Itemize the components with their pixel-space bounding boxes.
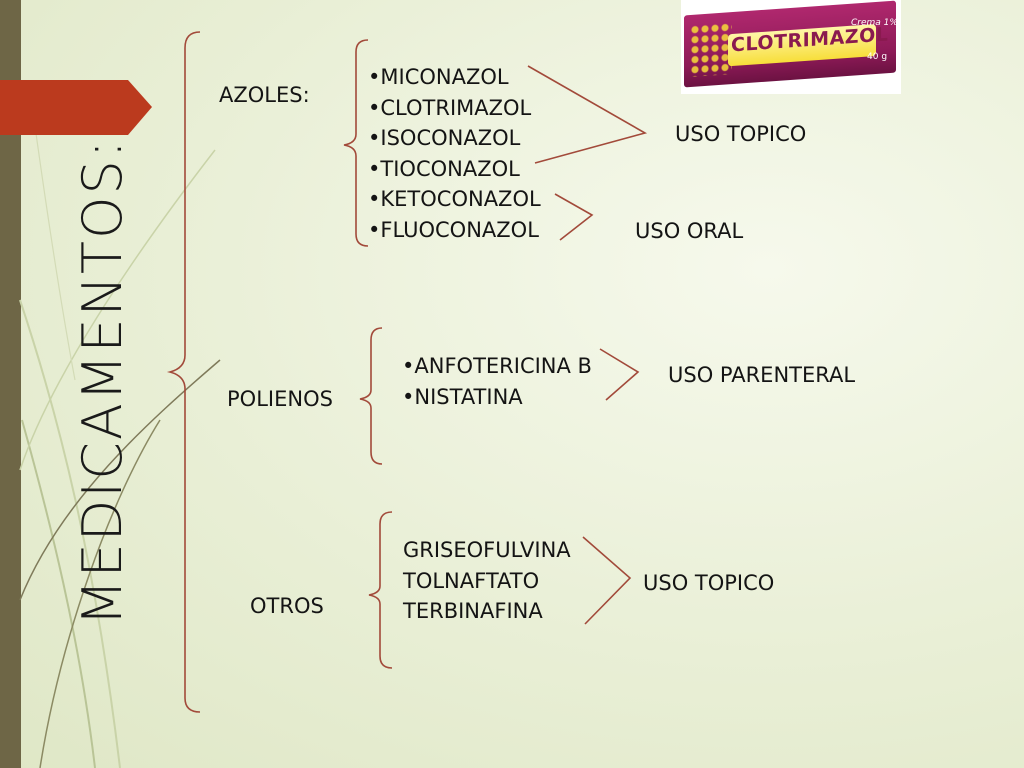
group-label-azoles: AZOLES: [219, 83, 310, 107]
outcome-uso-parenteral: USO PARENTERAL [668, 363, 856, 387]
product-subtitle: Crema 1% [851, 18, 898, 28]
product-weight: 40 g [867, 52, 888, 62]
outcome-uso-oral: USO ORAL [635, 219, 744, 243]
list-item: ANFOTERICINA B [402, 351, 592, 382]
left-decor-strip [0, 0, 21, 768]
list-item: MICONAZOL [368, 62, 541, 93]
list-item: TOLNAFTATO [403, 568, 540, 593]
otros-list: GRISEOFULVINA TOLNAFTATO TERBINAFINA [403, 535, 571, 627]
main-bracket [166, 31, 201, 713]
list-item: FLUOCONAZOL [368, 215, 541, 246]
parenteral-arrow [599, 348, 640, 401]
product-dots-pattern [690, 22, 732, 77]
group-label-otros: OTROS [250, 594, 324, 618]
list-item: KETOCONAZOL [368, 184, 540, 215]
product-image-clotrimazol: CLOTRIMAZOL Crema 1% 40 g [681, 0, 901, 94]
list-item: NISTATINA [402, 382, 592, 413]
otros-bracket [368, 511, 393, 669]
outcome-uso-topico-otros: USO TOPICO [643, 571, 775, 595]
list-item: TERBINAFINA [403, 599, 543, 623]
group-label-polienos: POLIENOS [227, 387, 333, 411]
polienos-list: ANFOTERICINA B NISTATINA [402, 351, 592, 412]
list-item: ISOCONAZOL [368, 123, 541, 154]
polienos-bracket [359, 327, 383, 465]
outcome-uso-topico: USO TOPICO [675, 122, 807, 146]
oral-arrow [554, 193, 594, 241]
list-item: CLOTRIMAZOL [368, 93, 541, 124]
title-accent-tab [0, 80, 152, 135]
list-item: TIOCONAZOL [368, 154, 541, 185]
otros-arrow [582, 536, 632, 625]
azoles-list: MICONAZOL CLOTRIMAZOL ISOCONAZOL TIOCONA… [368, 62, 541, 246]
list-item: GRISEOFULVINA [403, 538, 571, 562]
azoles-bracket [343, 39, 369, 247]
topico-arrow [527, 65, 648, 164]
